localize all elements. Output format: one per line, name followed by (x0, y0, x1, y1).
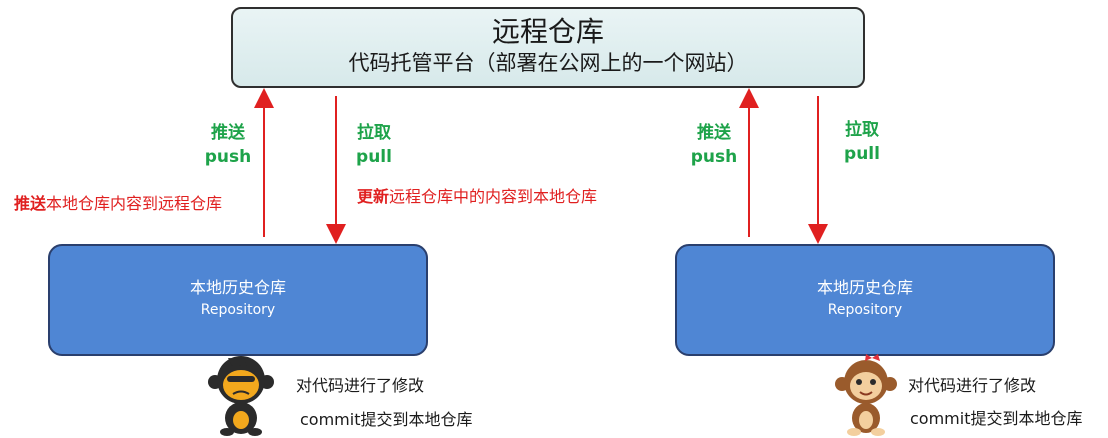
pull-desc-text: 远程仓库中的内容到本地仓库 (389, 187, 598, 206)
right-push-cn: 推送 (697, 123, 731, 143)
right-pull-en: pull (844, 144, 880, 164)
push-desc-bold: 推送 (14, 194, 47, 213)
left-note-modified: 对代码进行了修改 (296, 376, 425, 395)
right-local-repository: 本地历史仓库 Repository (675, 244, 1055, 356)
left-local-repository: 本地历史仓库 Repository (48, 244, 428, 356)
monkey-girl-icon (835, 354, 897, 436)
right-repo-title: 本地历史仓库 (816, 278, 913, 297)
right-pull-cn: 拉取 (845, 120, 879, 140)
pull-desc-bold: 更新 (357, 187, 390, 206)
left-push-label: 推送 push (200, 121, 256, 169)
left-note-commit: commit提交到本地仓库 (300, 410, 473, 429)
left-push-description: 推送本地仓库内容到远程仓库 (14, 190, 222, 214)
right-repo-subtitle: Repository (827, 302, 903, 318)
push-desc-text: 本地仓库内容到远程仓库 (46, 194, 223, 213)
left-pull-description: 更新远程仓库中的内容到本地仓库 (357, 183, 597, 207)
left-repo-subtitle: Repository (200, 302, 276, 318)
right-note-commit: commit提交到本地仓库 (910, 409, 1083, 428)
right-push-label: 推送 push (686, 121, 742, 169)
left-pull-en: pull (356, 147, 392, 167)
remote-title: 远程仓库 (491, 15, 604, 48)
monkey-dark-icon (208, 356, 274, 436)
right-push-en: push (690, 147, 738, 167)
remote-repository-box: 远程仓库 代码托管平台（部署在公网上的一个网站） (231, 7, 865, 88)
right-note-modified: 对代码进行了修改 (908, 376, 1037, 395)
right-pull-label: 拉取 pull (834, 118, 890, 166)
left-repo-title: 本地历史仓库 (189, 278, 286, 297)
remote-subtitle: 代码托管平台（部署在公网上的一个网站） (348, 51, 748, 75)
left-push-cn: 推送 (211, 123, 245, 143)
left-push-en: push (204, 147, 252, 167)
left-pull-cn: 拉取 (357, 123, 391, 143)
left-pull-label: 拉取 pull (346, 121, 402, 169)
